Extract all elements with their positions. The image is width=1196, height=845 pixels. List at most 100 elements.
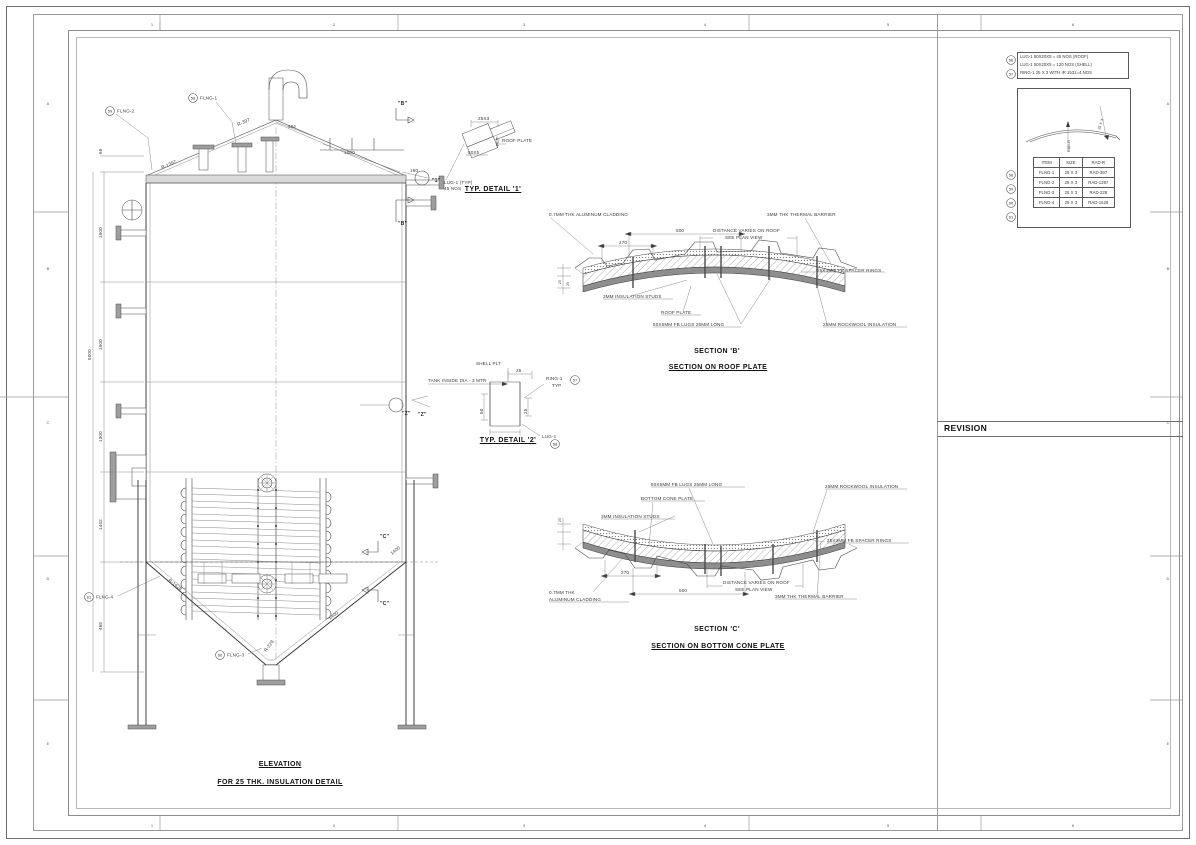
roof-platform	[320, 138, 404, 151]
svg-text:1: 1	[151, 823, 154, 828]
svg-text:C: C	[47, 420, 50, 425]
bom-note-text: LUG-1 50X20X5 = 120 NOS (SHELL)	[1020, 62, 1092, 67]
detail2-tank-dia: TANK INSIDE DIA - 3 MTR	[428, 378, 487, 383]
elevation-caption-2: FOR 25 THK. INSULATION DETAIL	[217, 779, 343, 786]
sectionb-dim-270: 270	[619, 240, 627, 245]
flange-size: 25 X 3	[1059, 177, 1083, 188]
dim-r-397: R-397	[236, 117, 250, 127]
detail2-shell-plt: SHELL PLT	[476, 361, 501, 366]
typ-detail-1: 25X3 50X5 ROOF PLATE PLT LUG-1 (TYP) 45 …	[444, 116, 532, 191]
svg-text:"B": "B"	[398, 221, 408, 227]
dim-1400: 1400	[328, 610, 340, 621]
support-legs	[127, 480, 427, 730]
callout-flng-4: 61 FLNG-4	[84, 575, 161, 602]
dim-1500b: 1500	[98, 339, 103, 350]
flange-item: FLNG-2	[1032, 177, 1061, 188]
shell-nozzle-1	[121, 199, 143, 221]
dim-402: 402	[275, 121, 324, 141]
dim-465: 465	[98, 622, 103, 630]
svg-text:6: 6	[1072, 22, 1075, 27]
svg-text:3: 3	[523, 22, 526, 27]
svg-text:59: 59	[108, 109, 113, 114]
flange-sketch-size: 25 X 3	[1097, 118, 1104, 130]
svg-text:FLNG-4: FLNG-4	[96, 595, 114, 600]
section-mark-b-top: "B"	[395, 101, 415, 124]
roof-manway	[260, 136, 280, 173]
svg-text:"C": "C"	[380, 534, 390, 540]
section-b-caption-2: SECTION ON ROOF PLATE	[668, 364, 768, 371]
svg-text:C: C	[1167, 420, 1170, 425]
revision-band	[938, 421, 1183, 437]
title-block-divider	[937, 14, 938, 831]
detail2-z-mark: "Z"	[411, 395, 431, 418]
svg-text:1000: 1000	[344, 150, 355, 155]
dim-1442: 1442	[98, 519, 103, 530]
svg-text:25: 25	[558, 280, 562, 284]
svg-text:61: 61	[87, 595, 92, 600]
svg-text:B: B	[47, 266, 50, 271]
sheet-inner-border	[68, 30, 1180, 816]
typ-detail-2: SHELL PLT TANK INSIDE DIA - 3 MTR 25 50 …	[411, 361, 580, 439]
flange-table-header: ITEM	[1032, 157, 1061, 168]
svg-text:4: 4	[704, 823, 707, 828]
shell-nozzle-r3	[405, 473, 439, 489]
shell-nozzle-3	[115, 303, 147, 319]
sectionb-label-distance-1: DISTANCE VARIES ON ROOF	[713, 228, 780, 233]
elevation-caption-1: ELEVATION	[258, 761, 302, 768]
agitator-hub-lower	[257, 574, 277, 594]
svg-text:25: 25	[558, 518, 562, 522]
sectionb-label-rockwool: 25MM ROCKWOOL INSULATION	[823, 322, 896, 327]
flange-sketch: RAD-R 25 X 3	[1025, 105, 1121, 152]
detail-2-bubble: 58	[550, 439, 560, 449]
svg-text:2: 2	[333, 823, 336, 828]
shell-nozzle-2	[115, 225, 147, 241]
sectionc-label-distance-2: SEE PLAN VIEW	[735, 587, 773, 592]
flange-size: 25 X 3	[1059, 197, 1083, 208]
section-mark-b-bottom: "B"	[395, 196, 415, 227]
svg-text:E: E	[1167, 741, 1170, 746]
bom-note-row: LUG-1 50X20X5 = 45 NOS (ROOF)	[1018, 53, 1128, 61]
svg-text:"B": "B"	[398, 101, 408, 107]
svg-text:1: 1	[151, 22, 154, 27]
callout-flng-1: 58 FLNG-1	[188, 93, 237, 145]
roof-nozzle-a	[192, 144, 215, 171]
detail2-ring-1: RING-1	[546, 376, 563, 381]
svg-text:"1": "1"	[432, 178, 441, 184]
sectionc-label-cladding-2: ALUMINUM CLADDING	[549, 597, 601, 602]
dim-65: 65	[98, 148, 103, 154]
svg-text:25: 25	[566, 282, 570, 286]
sectionc-label-rockwool: 25MM ROCKWOOL INSULATION	[825, 484, 898, 489]
svg-text:58: 58	[1009, 173, 1014, 178]
dim-150: 150	[401, 168, 429, 179]
detail2-lug-1: LUG-1	[542, 434, 557, 439]
detail-1-caption: TYP. DETAIL '1'	[464, 186, 522, 193]
flange-size: 25 X 3	[1059, 187, 1083, 198]
flange-rad: RAD-228	[1081, 187, 1116, 198]
shell-manway-left	[109, 451, 147, 503]
svg-text:A: A	[1167, 101, 1170, 106]
detail2-dim-25b: 25	[523, 408, 528, 414]
svg-text:"Z": "Z"	[418, 412, 427, 418]
dim-r-1397: R-1397	[160, 159, 177, 170]
sectionc-label-distance-1: DISTANCE VARIES ON ROOF	[723, 580, 790, 585]
dim-1400b: 1400	[390, 545, 402, 556]
detail1-roof-plate: ROOF PLATE	[502, 138, 532, 143]
bom-bubbles: 56 57	[1006, 55, 1016, 79]
sectionc-label-lugs: 50X5MM FB LUGS 25MM LONG	[651, 482, 723, 487]
sectionc-dim-500: 500	[679, 588, 687, 593]
svg-text:FLNG-2: FLNG-2	[117, 109, 135, 114]
sectionb-label-roof-plate: ROOF PLATE	[661, 310, 691, 315]
section-c-caption-1: SECTION 'C'	[694, 626, 740, 633]
sectionb-label-distance-2: SEE PLAN VIEW	[725, 235, 763, 240]
svg-text:56: 56	[1009, 58, 1014, 63]
roof-vent	[268, 69, 308, 121]
svg-text:FLNG-1: FLNG-1	[200, 96, 218, 101]
flange-item: FLNG-4	[1032, 197, 1061, 208]
flange-table-header: RAD-R	[1081, 157, 1116, 168]
flange-sketch-rad: RAD-R	[1067, 140, 1071, 152]
sectionc-label-insulation-studs: 3MM INSULATION STUDS	[601, 514, 660, 519]
